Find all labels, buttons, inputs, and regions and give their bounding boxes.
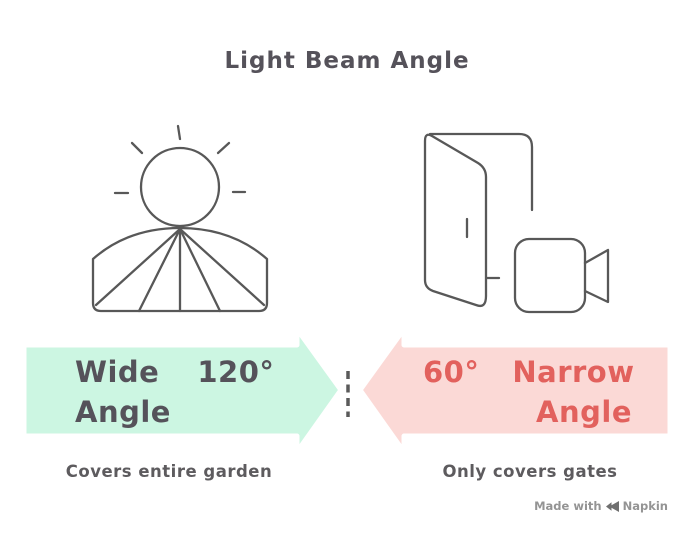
camera-body xyxy=(513,237,587,314)
sun-garden-icon xyxy=(91,124,269,313)
wide-word: Wide xyxy=(75,355,160,389)
narrow-degree-value: 60° xyxy=(423,355,480,389)
sun-ray-top xyxy=(176,124,182,141)
narrow-angle-word: Angle xyxy=(536,395,632,429)
watermark-prefix: Made with xyxy=(534,499,602,513)
sun-icon xyxy=(113,124,247,228)
furrow-line-5 xyxy=(178,227,266,307)
wide-angle-line1: Wide 120° xyxy=(24,352,297,392)
open-door-icon xyxy=(423,132,534,308)
watermark: Made with Napkin xyxy=(534,499,668,513)
narrow-angle-label: 60° Narrow Angle xyxy=(404,344,668,445)
furrow-line-4 xyxy=(178,227,222,313)
furrow-line-2 xyxy=(137,227,182,313)
door-frame xyxy=(428,132,534,212)
wide-angle-word: Angle xyxy=(75,395,171,429)
wide-angle-label: Wide 120° Angle xyxy=(24,344,297,445)
wide-degree-value: 120° xyxy=(197,355,275,389)
wide-angle-arrow xyxy=(21,326,344,455)
watermark-brand: Napkin xyxy=(622,499,668,513)
wide-angle-line2: Angle xyxy=(24,392,297,432)
sun-ray-upper-left xyxy=(130,141,144,155)
door-leaf xyxy=(423,133,488,308)
narrow-angle-caption: Only covers gates xyxy=(442,462,618,481)
door-camera-icon xyxy=(423,132,610,314)
page-title: Light Beam Angle xyxy=(224,48,470,74)
camera-lens xyxy=(583,248,610,304)
furrow-line-1 xyxy=(94,227,182,307)
field-outline xyxy=(91,226,269,313)
wide-angle-caption: Covers entire garden xyxy=(65,462,273,481)
sun-circle xyxy=(139,146,221,228)
narrow-word: Narrow xyxy=(512,355,635,389)
camera-icon xyxy=(513,237,610,314)
sun-ray-upper-right xyxy=(216,141,231,155)
narrow-angle-line2: Angle xyxy=(404,392,668,432)
narrow-angle-arrow xyxy=(357,326,673,455)
garden-field-icon xyxy=(91,226,269,313)
napkin-logo-icon xyxy=(605,500,619,512)
narrow-angle-line1: 60° Narrow xyxy=(404,352,668,392)
